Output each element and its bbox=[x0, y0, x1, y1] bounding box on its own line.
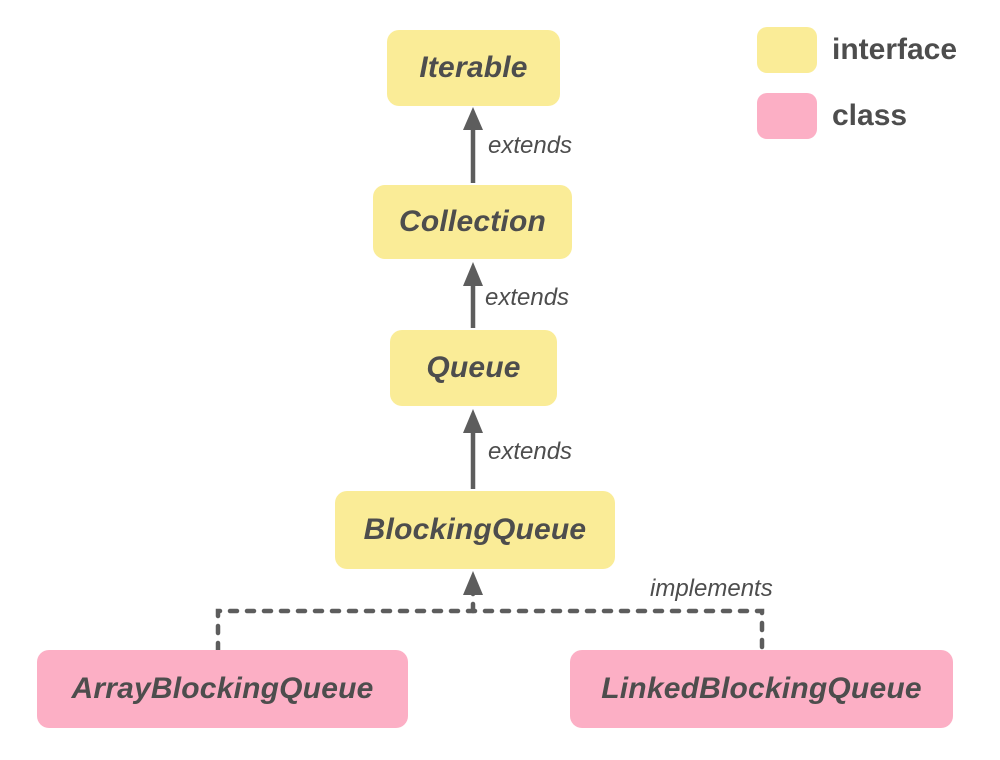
node-linked-blocking-queue: LinkedBlockingQueue bbox=[570, 650, 953, 728]
legend-item-interface: interface bbox=[757, 27, 957, 73]
node-iterable: Iterable bbox=[387, 30, 560, 106]
edge-label-extends-2: extends bbox=[485, 284, 570, 311]
legend-item-class: class bbox=[757, 93, 957, 139]
implements-connector bbox=[215, 571, 765, 653]
extends-arrow-queue-to-collection bbox=[463, 262, 483, 328]
edge-label-implements: implements bbox=[650, 575, 773, 602]
node-queue: Queue bbox=[390, 330, 557, 406]
interface-color-swatch bbox=[757, 27, 817, 73]
node-blocking-queue: BlockingQueue bbox=[335, 491, 615, 569]
legend: interface class bbox=[757, 27, 957, 159]
node-array-blocking-queue: ArrayBlockingQueue bbox=[37, 650, 408, 728]
class-color-swatch bbox=[757, 93, 817, 139]
legend-label-interface: interface bbox=[832, 33, 958, 66]
extends-arrow-collection-to-iterable bbox=[463, 107, 483, 183]
edge-label-extends-3: extends bbox=[488, 438, 573, 465]
node-collection: Collection bbox=[373, 185, 572, 259]
edge-label-extends-1: extends bbox=[488, 132, 573, 159]
legend-label-class: class bbox=[832, 99, 908, 132]
extends-arrow-blockingqueue-to-queue bbox=[463, 409, 483, 489]
